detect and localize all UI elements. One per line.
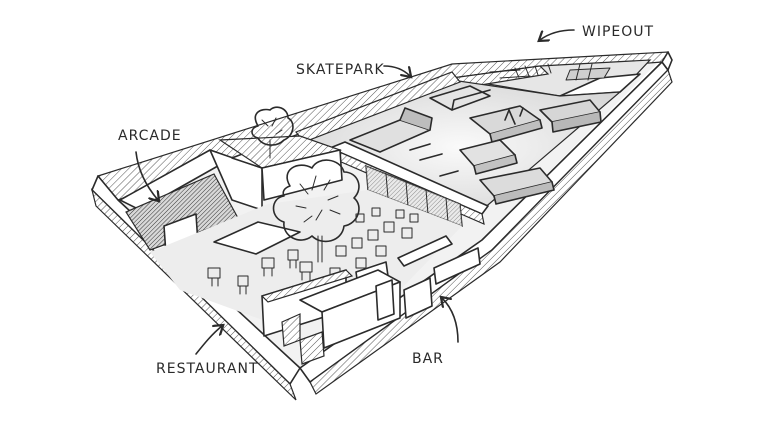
arrow-bar bbox=[442, 298, 458, 342]
label-arcade: ARCADE bbox=[118, 128, 182, 144]
label-skatepark: SKATEPARK bbox=[296, 62, 385, 78]
label-wipeout: WIPEOUT bbox=[582, 24, 654, 40]
label-bar: BAR bbox=[412, 351, 444, 367]
arrow-restaurant bbox=[196, 326, 222, 354]
arrow-skatepark bbox=[384, 66, 410, 76]
label-restaurant: RESTAURANT bbox=[156, 361, 259, 377]
arrow-wipeout bbox=[540, 30, 574, 40]
